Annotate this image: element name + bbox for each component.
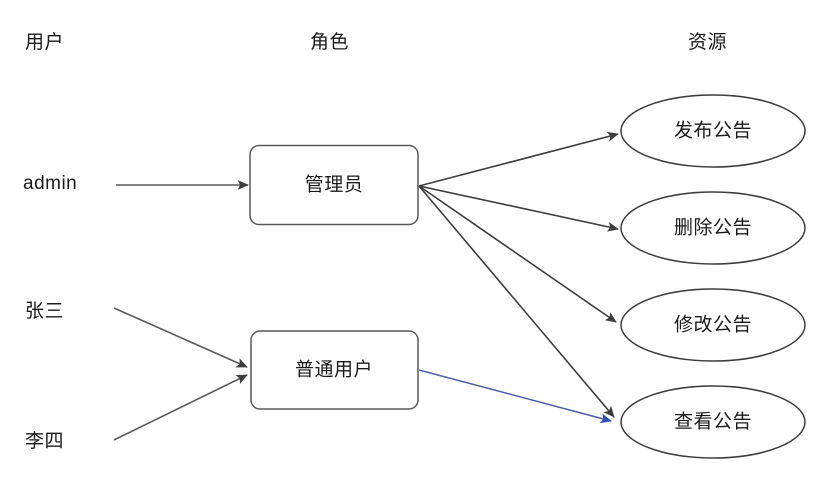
resource-label-modify: 修改公告 xyxy=(673,314,753,336)
role-label-normal-user-role: 普通用户 xyxy=(294,359,374,381)
column-header-roles: 角色 xyxy=(310,32,350,53)
column-header-resources: 资源 xyxy=(688,32,728,53)
resource-label-publish: 发布公告 xyxy=(673,120,753,142)
role-box-admin-role[interactable] xyxy=(249,144,419,226)
resource-ellipse-modify[interactable] xyxy=(620,288,806,362)
edge-admin-role-to-publish xyxy=(418,131,619,187)
resource-label-delete: 删除公告 xyxy=(673,217,753,239)
user-label-lisi[interactable]: 李四 xyxy=(25,431,65,452)
edge-zhangsan-to-normal-user xyxy=(113,307,248,368)
edge-admin-role-to-modify xyxy=(418,185,617,323)
role-box-normal-user-role[interactable] xyxy=(250,330,419,410)
column-header-users: 用户 xyxy=(25,32,65,53)
edge-admin-role-to-view xyxy=(418,185,615,418)
edge-lisi-to-normal-user xyxy=(113,374,248,441)
edge-normal-user-to-view xyxy=(418,369,612,424)
edge-admin-role-to-delete xyxy=(418,185,619,232)
user-label-admin[interactable]: admin xyxy=(23,173,78,194)
resource-ellipse-view[interactable] xyxy=(620,385,806,459)
resource-label-view: 查看公告 xyxy=(673,411,753,433)
resource-ellipse-delete[interactable] xyxy=(620,191,806,265)
user-label-zhangsan[interactable]: 张三 xyxy=(25,301,65,322)
resource-ellipse-publish[interactable] xyxy=(620,94,806,168)
role-label-admin-role: 管理员 xyxy=(304,174,364,196)
